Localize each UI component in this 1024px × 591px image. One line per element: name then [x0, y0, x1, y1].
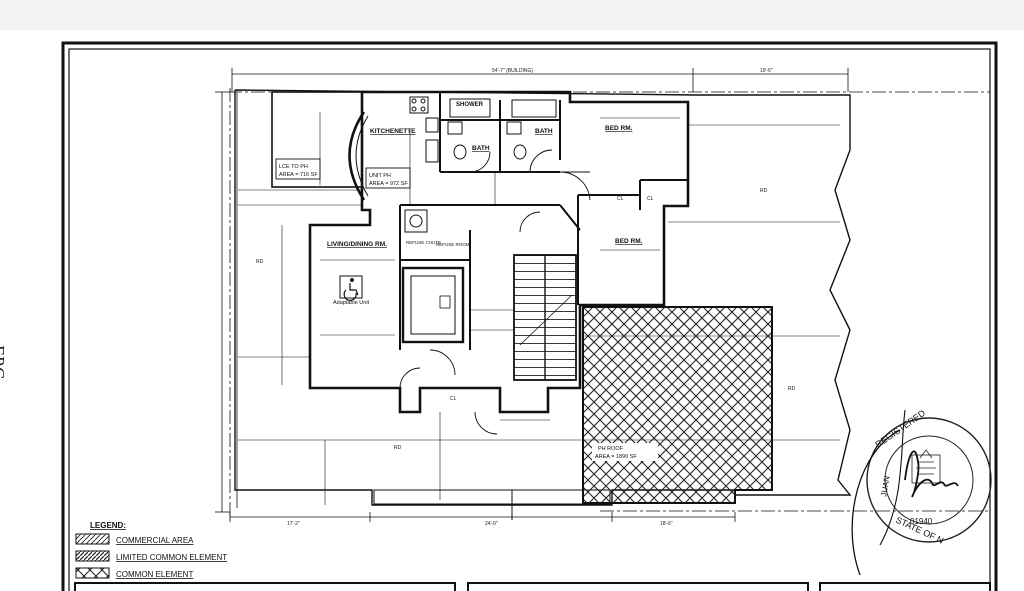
top-bar [0, 0, 1024, 30]
cl-label-2: CL [647, 196, 654, 202]
refuse-chute-label: REFUSE CHUTE [406, 240, 441, 245]
rd-label-2: RD [394, 445, 402, 451]
room-bath-1: BATH [472, 145, 490, 152]
rd-label-3: RD [760, 188, 768, 194]
legend-swatch-commercial [75, 533, 110, 545]
top-dimension-line [228, 68, 990, 93]
bath-fixtures [404, 96, 557, 233]
title-block-2 [467, 582, 809, 591]
seal-ring-name: JUAN [879, 475, 892, 497]
common-area-line1: PH ROOF [598, 446, 624, 452]
left-dimension-line [215, 88, 231, 520]
unit-area-line1: UNIT PH [369, 173, 391, 179]
rd-label-1: RD [256, 259, 264, 265]
common-area-line2: AREA = 1890 SF [595, 454, 637, 460]
cl-label-1: CL [617, 196, 624, 202]
title-block-1 [74, 582, 456, 591]
room-bed-1: BED RM. [605, 125, 633, 132]
interior-dimension-lines [238, 112, 840, 505]
lce-area-line1: LCE TO PH [279, 164, 308, 170]
dim-bottom-left: 17'-2" [287, 521, 300, 527]
room-shower: SHOWER [456, 102, 484, 108]
dim-top-right: 19'-6" [760, 68, 773, 74]
parapet-box [373, 489, 611, 505]
common-element-area [582, 306, 773, 504]
seal-license: 01940 [910, 517, 933, 526]
legend-title: LEGEND: [90, 521, 126, 530]
roof-outline [234, 89, 852, 506]
legend-item-common: COMMON ELEMENT [116, 570, 193, 579]
legend-swatch-limited-common [75, 550, 110, 562]
room-kitchenette: KITCHENETTE [370, 128, 416, 135]
penthouse-unit-wall [308, 90, 690, 414]
legend-swatch-common [75, 567, 110, 579]
title-block-3 [819, 582, 991, 591]
engineer-seal: REGISTERED JUAN STATE OF N 01940 [851, 408, 992, 576]
bottom-dimension-line [229, 510, 990, 522]
elevator-shaft [401, 266, 465, 344]
room-bed-2: BED RM. [615, 238, 643, 245]
room-bath-2: BATH [535, 128, 553, 135]
signature [904, 450, 959, 498]
unit-area-line2: AREA = 972 SF [369, 181, 408, 187]
adaptable-unit-label: Adaptable Unit [333, 300, 370, 306]
dim-bottom-right: 18'-6" [660, 521, 673, 527]
room-living-dining: LIVING/DINING RM. [327, 241, 387, 248]
dim-top-overall: 54'-7" (BUILDING) [492, 68, 533, 74]
legend: LEGEND: COMMERCIAL AREA LIMITED COMMON E… [75, 521, 227, 579]
elevator-car [410, 275, 456, 335]
lce-area-line2: AREA = 716 SF [279, 172, 318, 178]
cl-label-3: CL [450, 396, 457, 402]
sheet-outer-border [61, 41, 998, 591]
rd-label-4: RD [788, 386, 796, 392]
dim-bottom-mid: 24'-0" [485, 521, 498, 527]
legend-item-limited-common: LIMITED COMMON ELEMENT [116, 553, 227, 562]
door-swings [399, 149, 591, 435]
refuse-room-label: REFUSE ROOM [436, 242, 470, 247]
legend-item-commercial: COMMERCIAL AREA [116, 536, 194, 545]
sheet-inner-border [68, 48, 991, 591]
